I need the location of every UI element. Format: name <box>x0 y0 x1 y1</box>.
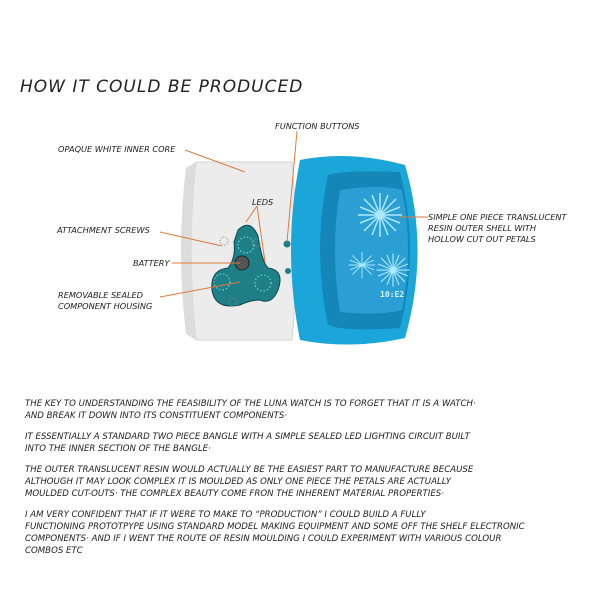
watch-time-display: 10:E2 <box>380 290 404 299</box>
paragraph: I AM VERY CONFIDENT THAT IF IT WERE TO M… <box>25 510 525 556</box>
paragraph: THE KEY TO UNDERSTANDING THE FEASIBILITY… <box>25 399 476 421</box>
label-outer-shell: SIMPLE ONE PIECE TRANSLUCENT RESIN OUTER… <box>428 212 567 244</box>
page-title: HOW IT COULD BE PRODUCED <box>20 77 304 98</box>
paragraph: IT ESSENTIALLY A STANDARD TWO PIECE BANG… <box>25 432 470 454</box>
description: THE KEY TO UNDERSTANDING THE FEASIBILITY… <box>25 398 585 566</box>
label-leds: LEDS <box>252 197 274 207</box>
label-attachment-screws: ATTACHMENT SCREWS <box>57 225 150 235</box>
label-housing: REMOVABLE SEALED COMPONENT HOUSING <box>58 290 153 311</box>
petals <box>348 193 410 287</box>
label-battery: BATTERY <box>133 258 170 268</box>
paragraph: THE OUTER TRANSLUCENT RESIN WOULD ACTUAL… <box>25 465 474 499</box>
label-inner-core: OPAQUE WHITE INNER CORE <box>58 144 176 154</box>
label-function-buttons: FUNCTION BUTTONS <box>275 121 360 131</box>
